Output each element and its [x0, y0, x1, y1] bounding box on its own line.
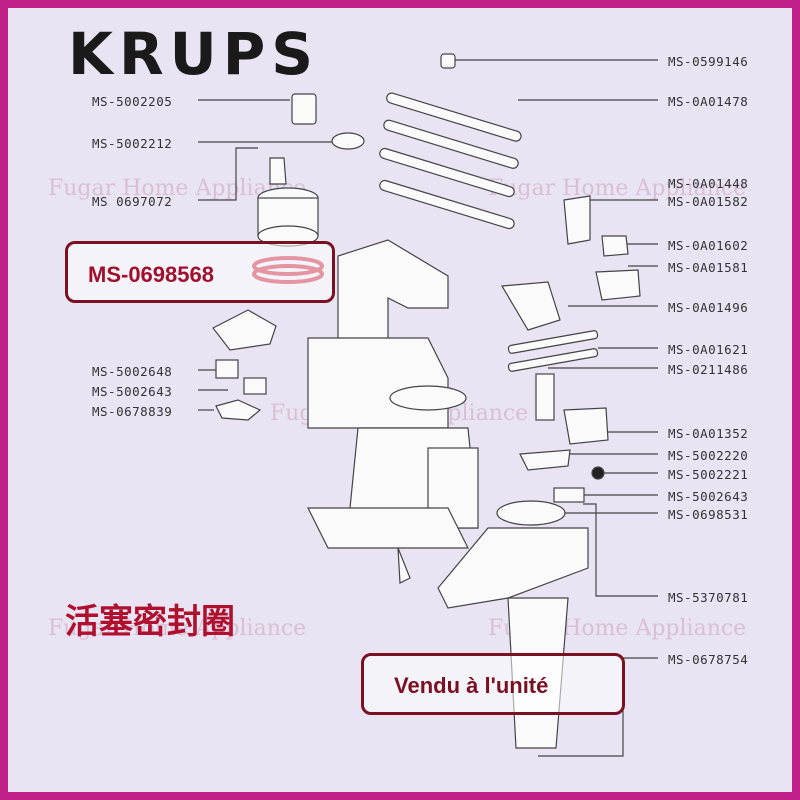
part-label: MS-5002220	[668, 448, 749, 463]
part-label: MS-5002643	[668, 489, 749, 504]
part-label: MS-0A01478	[668, 94, 749, 109]
watermark: Fugar Home Appliance	[488, 176, 747, 201]
part-label: MS-5370781	[668, 590, 749, 605]
part-label: MS-0A01621	[668, 342, 749, 357]
sold-individually-note: Vendu à l'unité	[361, 653, 625, 715]
part-label: MS-5002643	[92, 384, 173, 399]
part-label: MS-0678839	[92, 404, 173, 419]
part-label: MS 0697072	[92, 194, 173, 209]
part-label: MS-5002648	[92, 364, 173, 379]
part-label: MS-0A01352	[668, 426, 749, 441]
part-label: MS-5002221	[668, 467, 749, 482]
sold-note-text: Vendu à l'unité	[394, 673, 549, 698]
chinese-caption: 活塞密封圈	[65, 602, 235, 642]
part-label: MS-0211486	[668, 362, 749, 377]
part-label: MS-0A01602	[668, 238, 749, 253]
part-label: MS-0678754	[668, 652, 749, 667]
part-label: MS-0A01496	[668, 300, 749, 315]
part-label: MS-0A01448	[668, 176, 749, 191]
highlighted-part-callout: MS-0698568	[65, 241, 335, 303]
part-label: MS-0A01581	[668, 260, 749, 275]
brand-logo: KRUPS	[68, 20, 319, 88]
highlighted-part-number: MS-0698568	[88, 262, 214, 287]
part-label: MS-0698531	[668, 507, 749, 522]
part-label: MS-0599146	[668, 54, 749, 69]
part-label: MS-5002205	[92, 94, 173, 109]
watermark: Fugar Home Appliance	[48, 616, 307, 641]
part-label: MS-5002212	[92, 136, 173, 151]
part-label: MS-0A01582	[668, 194, 749, 209]
exploded-view-drawing	[198, 53, 658, 757]
